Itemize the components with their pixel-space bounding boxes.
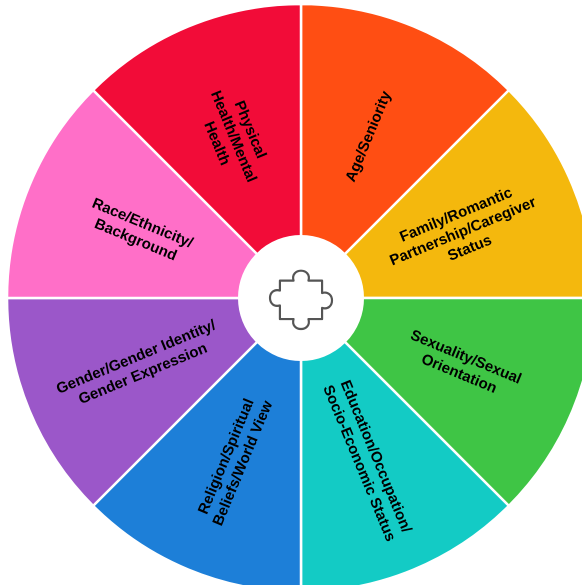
wheel-segment-5 — [5, 296, 305, 508]
wheel-segment-0 — [299, 2, 511, 302]
puzzle-piece-icon — [268, 269, 334, 331]
wheel-segment-2 — [297, 296, 582, 508]
wheel-segment-4 — [91, 294, 303, 585]
wheel-segment-3 — [299, 294, 511, 585]
wheel-segment-1 — [297, 88, 582, 300]
wheel-segment-6 — [5, 88, 305, 300]
wheel-segment-7 — [91, 2, 303, 302]
wheel-segments — [5, 2, 582, 585]
